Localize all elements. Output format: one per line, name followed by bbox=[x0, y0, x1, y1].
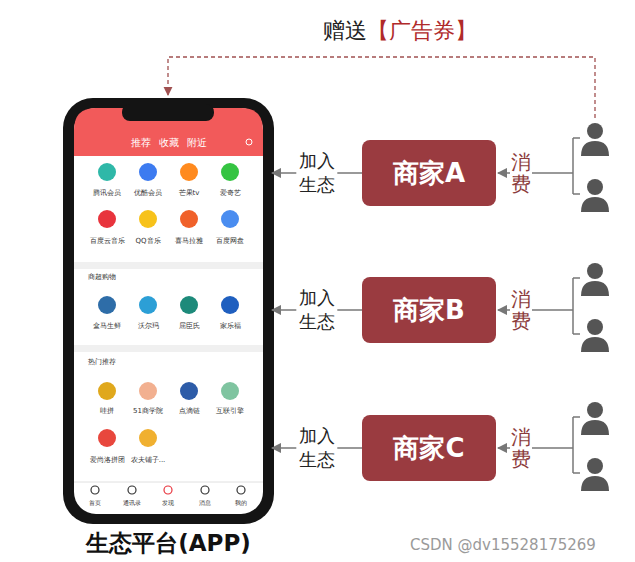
tab-header: 推荐 bbox=[131, 136, 151, 150]
app-name: 爱奇艺 bbox=[220, 188, 241, 198]
merchant-box: 商家C bbox=[362, 415, 496, 481]
app-icon bbox=[139, 296, 157, 314]
app-name: QQ音乐 bbox=[135, 236, 160, 246]
person-body bbox=[581, 197, 609, 212]
tab-icon bbox=[91, 486, 99, 494]
tab-label: 通讯录 bbox=[123, 499, 141, 508]
consume-label: 消费 bbox=[510, 424, 532, 472]
app-name: 家乐福 bbox=[220, 321, 241, 331]
bracket-spine bbox=[572, 138, 574, 194]
tab-icon bbox=[237, 486, 245, 494]
app-name: 屈臣氏 bbox=[179, 321, 200, 331]
tab-label: 发现 bbox=[162, 499, 174, 508]
title-row: 赠送【广告券】 bbox=[323, 16, 477, 46]
phone-screen bbox=[74, 108, 263, 514]
tab-icon bbox=[164, 486, 172, 494]
section-gap bbox=[74, 345, 263, 352]
person-head bbox=[587, 319, 603, 335]
phone-notch bbox=[122, 104, 214, 121]
app-name: 沃尔玛 bbox=[138, 321, 159, 331]
app-name: 51商学院 bbox=[133, 406, 163, 416]
app-icon bbox=[98, 163, 116, 181]
edge-label: 加入 生态 bbox=[296, 148, 337, 199]
tab-icon bbox=[128, 486, 136, 494]
section-heading: 商超购物 bbox=[88, 272, 116, 282]
person-body bbox=[581, 420, 609, 435]
tab-label: 首页 bbox=[89, 499, 101, 508]
merchant-box: 商家B bbox=[362, 277, 496, 343]
person-head bbox=[587, 402, 603, 418]
title-coupon: 【广告券】 bbox=[367, 16, 477, 46]
app-name: 哇拼 bbox=[100, 406, 114, 416]
person-head bbox=[587, 458, 603, 474]
app-name: 优酷会员 bbox=[134, 188, 162, 198]
app-name: 腾讯会员 bbox=[93, 188, 121, 198]
app-name: 百度云音乐 bbox=[90, 236, 125, 246]
title-gift: 赠送 bbox=[323, 16, 367, 46]
tab-header: 附近 bbox=[187, 136, 207, 150]
merchant-name: 商家A bbox=[393, 156, 465, 191]
bracket-arm bbox=[573, 137, 580, 139]
bracket-spine bbox=[572, 417, 574, 473]
consume-label: 消费 bbox=[510, 286, 532, 334]
app-name: 互联引擎 bbox=[216, 406, 244, 416]
tab-label: 消息 bbox=[199, 499, 211, 508]
app-icon bbox=[139, 210, 157, 228]
app-name: 点滴链 bbox=[179, 406, 200, 416]
person-body bbox=[581, 337, 609, 352]
search-icon bbox=[246, 139, 252, 145]
app-icon bbox=[139, 163, 157, 181]
app-icon bbox=[221, 382, 239, 400]
person-head bbox=[587, 263, 603, 279]
app-icon bbox=[180, 382, 198, 400]
app-name: 芒果tv bbox=[179, 188, 200, 198]
tab-divider bbox=[74, 482, 263, 483]
app-icon bbox=[98, 210, 116, 228]
person-body bbox=[581, 281, 609, 296]
phone-caption: 生态平台(APP) bbox=[86, 528, 251, 559]
app-icon bbox=[221, 296, 239, 314]
person-body bbox=[581, 476, 609, 491]
app-icon bbox=[180, 163, 198, 181]
tab-label: 我的 bbox=[235, 499, 247, 508]
app-name: 喜马拉雅 bbox=[175, 236, 203, 246]
person-head bbox=[587, 123, 603, 139]
person-body bbox=[581, 141, 609, 156]
bracket-arm bbox=[573, 472, 580, 474]
bracket-arm bbox=[573, 333, 580, 335]
merchant-name: 商家C bbox=[393, 431, 464, 466]
edge-label: 加入 生态 bbox=[296, 285, 337, 336]
app-icon bbox=[180, 296, 198, 314]
app-icon bbox=[98, 382, 116, 400]
app-icon bbox=[221, 210, 239, 228]
app-icon bbox=[98, 429, 116, 447]
tab-icon bbox=[201, 486, 209, 494]
app-icon bbox=[98, 296, 116, 314]
bracket-spine bbox=[572, 278, 574, 334]
bracket-arm bbox=[573, 193, 580, 195]
watermark: CSDN @dv15528175269 bbox=[410, 536, 596, 554]
bracket-arm bbox=[573, 277, 580, 279]
app-icon bbox=[221, 163, 239, 181]
app-icon bbox=[139, 429, 157, 447]
bracket-arm bbox=[573, 416, 580, 418]
app-name: 爱尚洛拼团 bbox=[90, 455, 125, 465]
section-heading: 热门推荐 bbox=[88, 357, 116, 367]
tab-header: 收藏 bbox=[159, 136, 179, 150]
merchant-box: 商家A bbox=[362, 140, 496, 206]
app-icon bbox=[139, 382, 157, 400]
app-name: 盒马生鲜 bbox=[93, 321, 121, 331]
app-icon bbox=[180, 210, 198, 228]
section-gap bbox=[74, 262, 263, 269]
merchant-name: 商家B bbox=[393, 293, 465, 328]
person-head bbox=[587, 179, 603, 195]
consume-label: 消费 bbox=[510, 149, 532, 197]
edge-label: 加入 生态 bbox=[296, 423, 337, 474]
app-name: 百度网盘 bbox=[216, 236, 244, 246]
app-name: 农夫铺子... bbox=[131, 455, 166, 465]
phone-frame bbox=[63, 98, 274, 524]
